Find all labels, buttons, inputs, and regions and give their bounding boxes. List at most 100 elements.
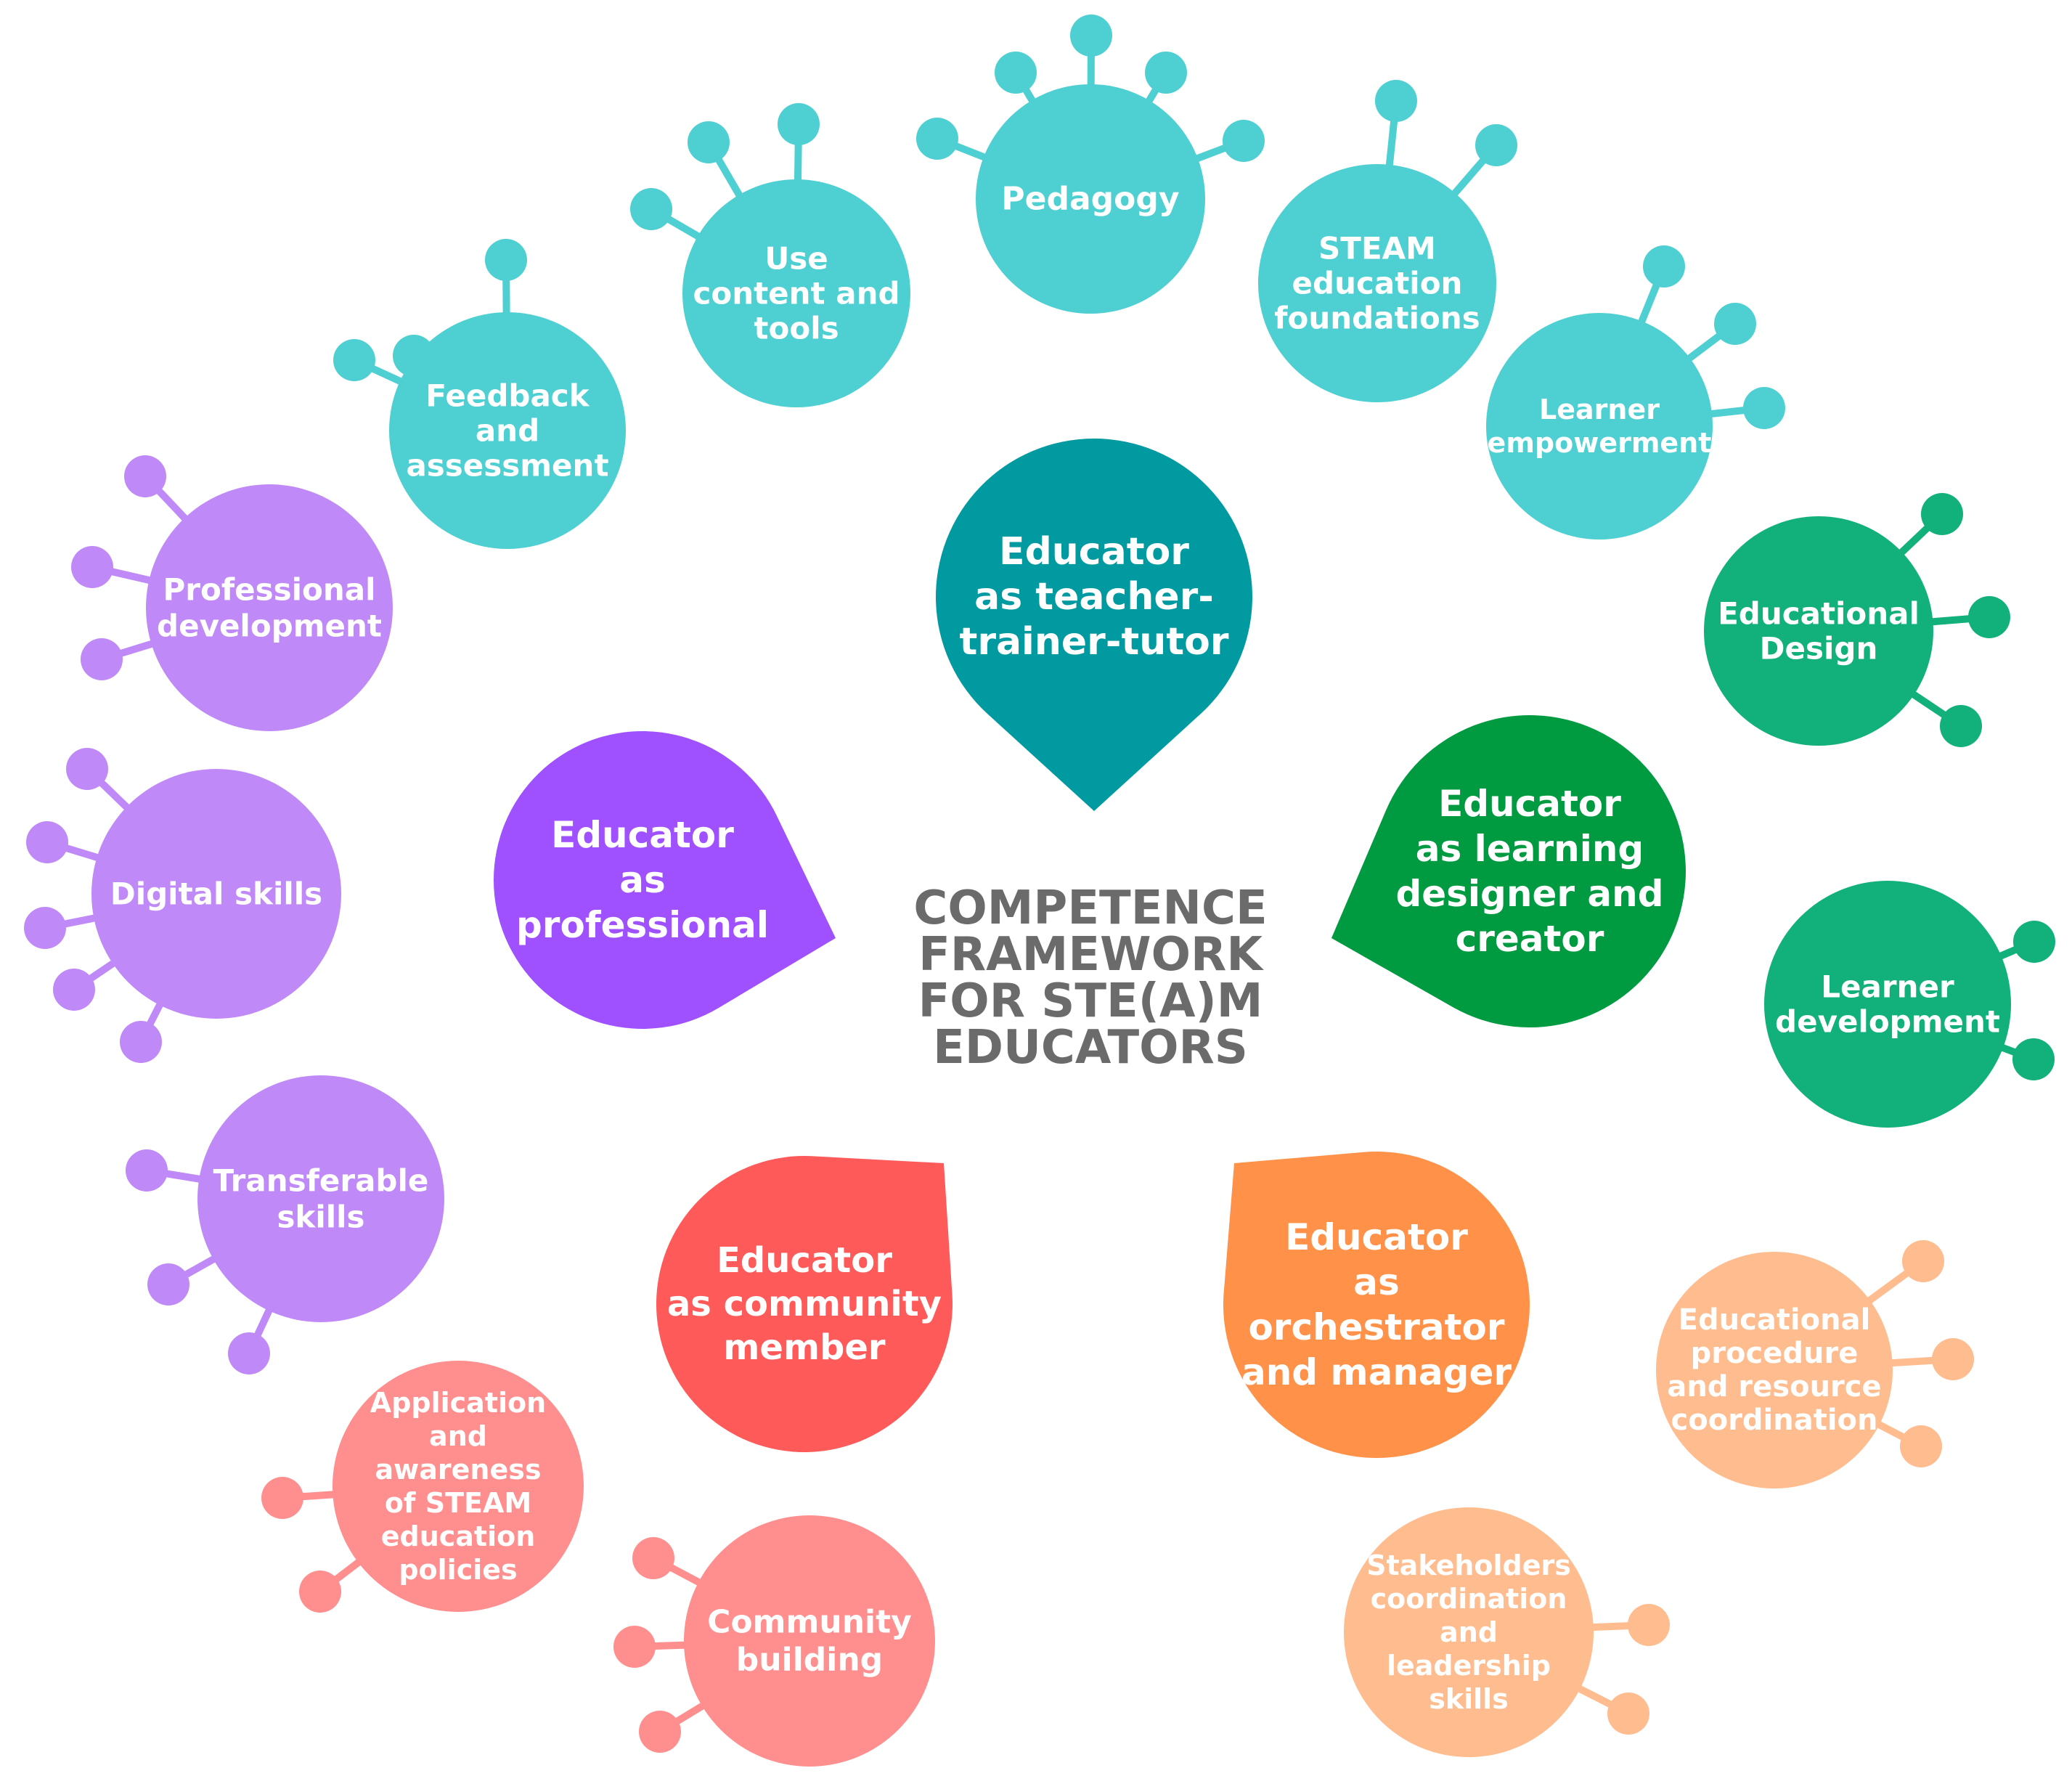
role-label-line-2: as — [1353, 1261, 1400, 1303]
role-label-line-1: Educator — [999, 530, 1189, 574]
competence-label-line-1: Stakeholders — [1366, 1549, 1571, 1581]
competence-digital: Digital skills — [24, 748, 341, 1063]
competence-label-line-6: policies — [399, 1554, 517, 1586]
connector-node — [639, 1711, 681, 1753]
connector-node — [1223, 120, 1265, 162]
competence-label-line-1: Professional — [163, 572, 376, 608]
competence-label-line-1: Learner — [1539, 394, 1660, 425]
connector-node — [1743, 387, 1785, 429]
competence-bubble — [682, 179, 910, 407]
competence-label-line-5: education — [381, 1520, 536, 1552]
competence-label-line-1: Community — [707, 1604, 912, 1641]
connector-node — [1628, 1604, 1670, 1646]
competence-bubble — [684, 1515, 935, 1767]
connector-node — [778, 103, 820, 145]
competence-label-line-2: and — [476, 413, 539, 449]
connector-node — [1375, 80, 1417, 122]
role-pin-shape — [494, 731, 836, 1029]
competence-label-line-1: Use — [764, 241, 828, 277]
competence-label-line-4: of STEAM — [385, 1487, 531, 1519]
connector-node — [613, 1626, 656, 1668]
connector-node — [630, 188, 672, 230]
connector-node — [1607, 1693, 1649, 1735]
connector-node — [71, 546, 113, 588]
competence-label-line-4: coordination — [1671, 1404, 1878, 1437]
competence-label-line-2: empowerment — [1488, 427, 1712, 459]
role-label-line-4: and manager — [1241, 1351, 1512, 1393]
role-label-line-2: as — [619, 859, 666, 901]
competence-pedagogy: Pedagogy — [916, 15, 1265, 314]
competence-stakeholders: Stakeholderscoordinationandleadershipski… — [1344, 1507, 1670, 1757]
role-label-line-1: Educator — [1285, 1216, 1468, 1258]
competence-label-line-1: Educational — [1718, 596, 1920, 632]
competence-bubble — [1764, 881, 2011, 1128]
competence-label-line-3: and resource — [1667, 1370, 1881, 1404]
connector-node — [24, 907, 66, 949]
connector-node — [1145, 52, 1187, 94]
competence-label-line-2: building — [736, 1642, 883, 1679]
connector-node — [126, 1149, 168, 1192]
connector-node — [1968, 596, 2010, 638]
connector-node — [228, 1332, 270, 1374]
role-label-line-3: member — [723, 1327, 886, 1368]
competence-label-line-3: awareness — [375, 1454, 542, 1486]
role-label-line-2: as teacher- — [974, 575, 1214, 619]
connector-node — [147, 1263, 189, 1305]
framework-title-line-1: COMPETENCE — [913, 881, 1267, 935]
competence-label-line-1: Pedagogy — [1001, 181, 1179, 218]
competence-bubble — [146, 484, 393, 731]
role-pin-shape — [656, 1156, 953, 1452]
competence-label-line-2: skills — [277, 1199, 364, 1235]
connector-node — [2013, 921, 2055, 963]
connector-node — [299, 1571, 341, 1613]
role-pin-shape — [1331, 715, 1686, 1027]
competence-bubble — [1704, 516, 1933, 746]
competence-bubble — [197, 1075, 444, 1322]
connector-node — [485, 239, 527, 281]
framework-title-line-3: FOR STE(A)M — [918, 974, 1263, 1028]
competence-label-line-2: coordination — [1371, 1583, 1567, 1615]
competence-label-line-3: assessment — [406, 448, 608, 484]
competence-label-line-1: Digital skills — [110, 876, 322, 912]
connector-node — [26, 821, 68, 863]
role-label-line-3: professional — [516, 904, 769, 946]
framework-title-line-2: FRAMEWORK — [918, 928, 1264, 982]
competence-label-line-2: education — [1292, 266, 1463, 301]
competence-label-line-1: STEAM — [1318, 231, 1436, 266]
connector-node — [995, 52, 1037, 94]
connector-node — [1714, 303, 1756, 345]
connector-node — [53, 969, 95, 1011]
competence-label-line-2: development — [1775, 1004, 2000, 1040]
connector-node — [66, 748, 108, 790]
role-label-line-2: as community — [667, 1284, 942, 1324]
competence-label-line-2: content and — [693, 276, 900, 311]
connector-node — [1070, 15, 1112, 57]
role-pin-shape — [936, 438, 1252, 811]
connector-node — [120, 1021, 162, 1063]
competence-label-line-1: Application — [370, 1387, 546, 1419]
competence-bubble — [333, 1361, 584, 1612]
competence-label-line-3: and — [1440, 1616, 1498, 1648]
competence-bubble — [389, 312, 626, 549]
competence-label-line-2: and — [429, 1420, 487, 1452]
competence-label-line-2: procedure — [1691, 1337, 1859, 1370]
connector-node — [1932, 1338, 1974, 1380]
connector-node — [2012, 1038, 2055, 1080]
connector-node — [124, 455, 166, 497]
connector-node — [916, 118, 958, 160]
